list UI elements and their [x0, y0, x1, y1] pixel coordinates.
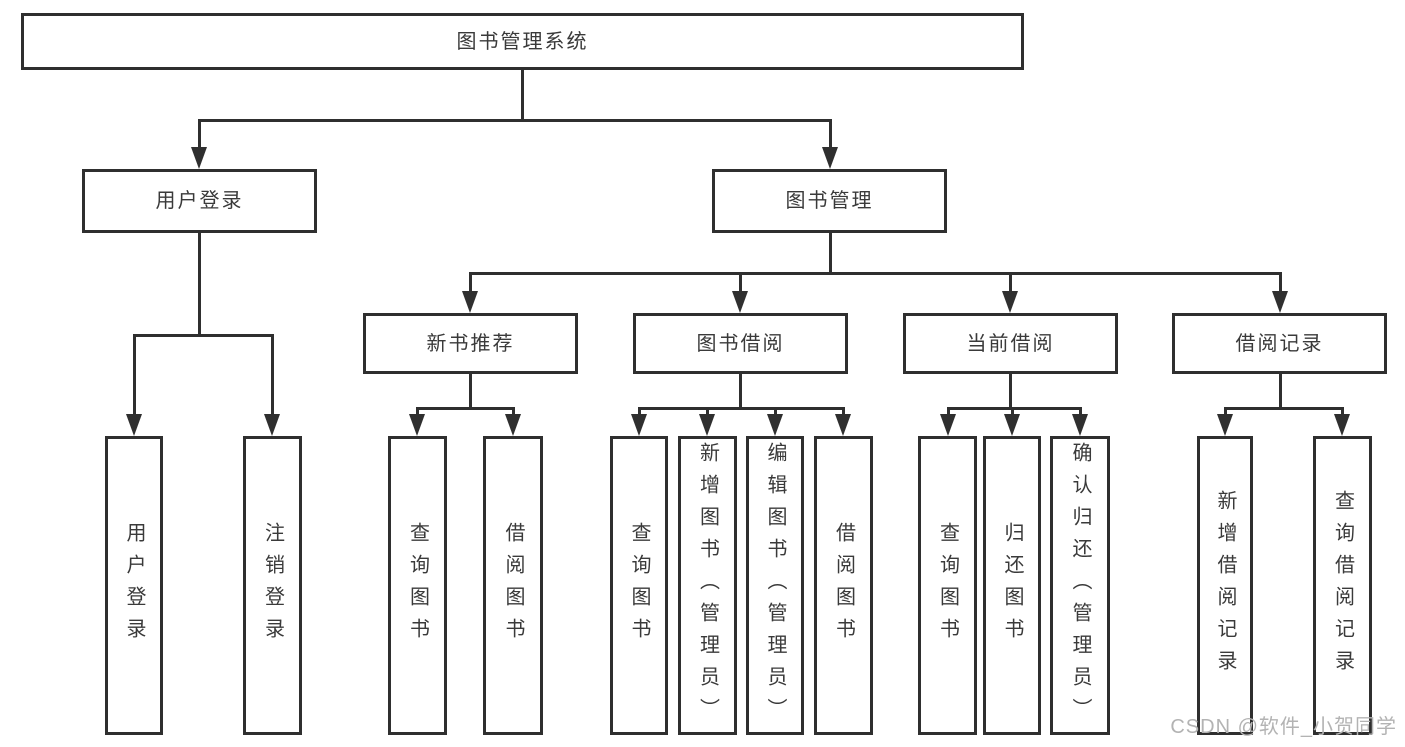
- node-leaf-return-books: 归还图书: [983, 436, 1041, 735]
- arrow-down-icon: [1072, 414, 1088, 436]
- connector-line: [270, 335, 274, 416]
- connector-line: [738, 273, 742, 293]
- node-leaf-edit-books-admin: 编辑图书（管理员）: [746, 436, 804, 735]
- arrow-down-icon: [191, 147, 207, 169]
- arrow-down-icon: [699, 414, 715, 436]
- connector-line: [1223, 406, 1344, 410]
- connector-line: [841, 408, 845, 416]
- arrow-down-icon: [767, 414, 783, 436]
- connector-line: [415, 406, 515, 410]
- node-book-management: 图书管理: [712, 169, 947, 233]
- node-leaf-query-books-1: 查询图书: [388, 436, 447, 735]
- connector-line: [197, 120, 201, 149]
- connector-line: [773, 408, 777, 416]
- connector-line: [197, 233, 201, 335]
- arrow-down-icon: [940, 414, 956, 436]
- node-book-borrowing: 图书借阅: [633, 313, 848, 374]
- connector-line: [1010, 408, 1014, 416]
- connector-line: [468, 271, 1282, 275]
- arrow-down-icon: [835, 414, 851, 436]
- connector-line: [1278, 374, 1282, 408]
- arrow-down-icon: [505, 414, 521, 436]
- connector-line: [197, 118, 832, 122]
- connector-line: [637, 408, 641, 416]
- connector-line: [705, 408, 709, 416]
- connector-line: [1008, 374, 1012, 408]
- connector-line: [946, 406, 1082, 410]
- node-leaf-query-books-2: 查询图书: [610, 436, 668, 735]
- arrow-down-icon: [822, 147, 838, 169]
- connector-line: [520, 70, 524, 120]
- node-leaf-add-books-admin: 新增图书（管理员）: [678, 436, 737, 735]
- connector-line: [828, 233, 832, 273]
- connector-line: [738, 374, 742, 408]
- arrow-down-icon: [1272, 291, 1288, 313]
- arrow-down-icon: [1334, 414, 1350, 436]
- arrow-down-icon: [1004, 414, 1020, 436]
- arrow-down-icon: [264, 414, 280, 436]
- node-root: 图书管理系统: [21, 13, 1024, 70]
- arrow-down-icon: [1217, 414, 1233, 436]
- node-leaf-add-borrow-record: 新增借阅记录: [1197, 436, 1253, 735]
- node-leaf-borrow-books-1: 借阅图书: [483, 436, 543, 735]
- connector-line: [1340, 408, 1344, 416]
- connector-line: [132, 335, 136, 416]
- connector-line: [468, 273, 472, 293]
- node-leaf-user-login: 用户登录: [105, 436, 163, 735]
- connector-line: [637, 406, 845, 410]
- node-current-borrowing: 当前借阅: [903, 313, 1118, 374]
- arrow-down-icon: [409, 414, 425, 436]
- arrow-down-icon: [631, 414, 647, 436]
- node-leaf-query-books-3: 查询图书: [918, 436, 977, 735]
- connector-line: [828, 120, 832, 149]
- node-user-login-group: 用户登录: [82, 169, 317, 233]
- connector-line: [468, 374, 472, 408]
- arrow-down-icon: [126, 414, 142, 436]
- arrow-down-icon: [462, 291, 478, 313]
- node-leaf-query-borrow-record: 查询借阅记录: [1313, 436, 1372, 735]
- connector-line: [1223, 408, 1227, 416]
- connector-line: [1078, 408, 1082, 416]
- connector-line: [1278, 273, 1282, 293]
- node-leaf-borrow-books-2: 借阅图书: [814, 436, 873, 735]
- connector-line: [132, 333, 274, 337]
- node-leaf-logout: 注销登录: [243, 436, 302, 735]
- connector-line: [946, 408, 950, 416]
- arrow-down-icon: [732, 291, 748, 313]
- connector-line: [1008, 273, 1012, 293]
- node-borrowing-records: 借阅记录: [1172, 313, 1387, 374]
- node-new-book-recommend: 新书推荐: [363, 313, 578, 374]
- arrow-down-icon: [1002, 291, 1018, 313]
- node-leaf-confirm-return: 确认归还（管理员）: [1050, 436, 1110, 735]
- connector-line: [511, 408, 515, 416]
- connector-line: [415, 408, 419, 416]
